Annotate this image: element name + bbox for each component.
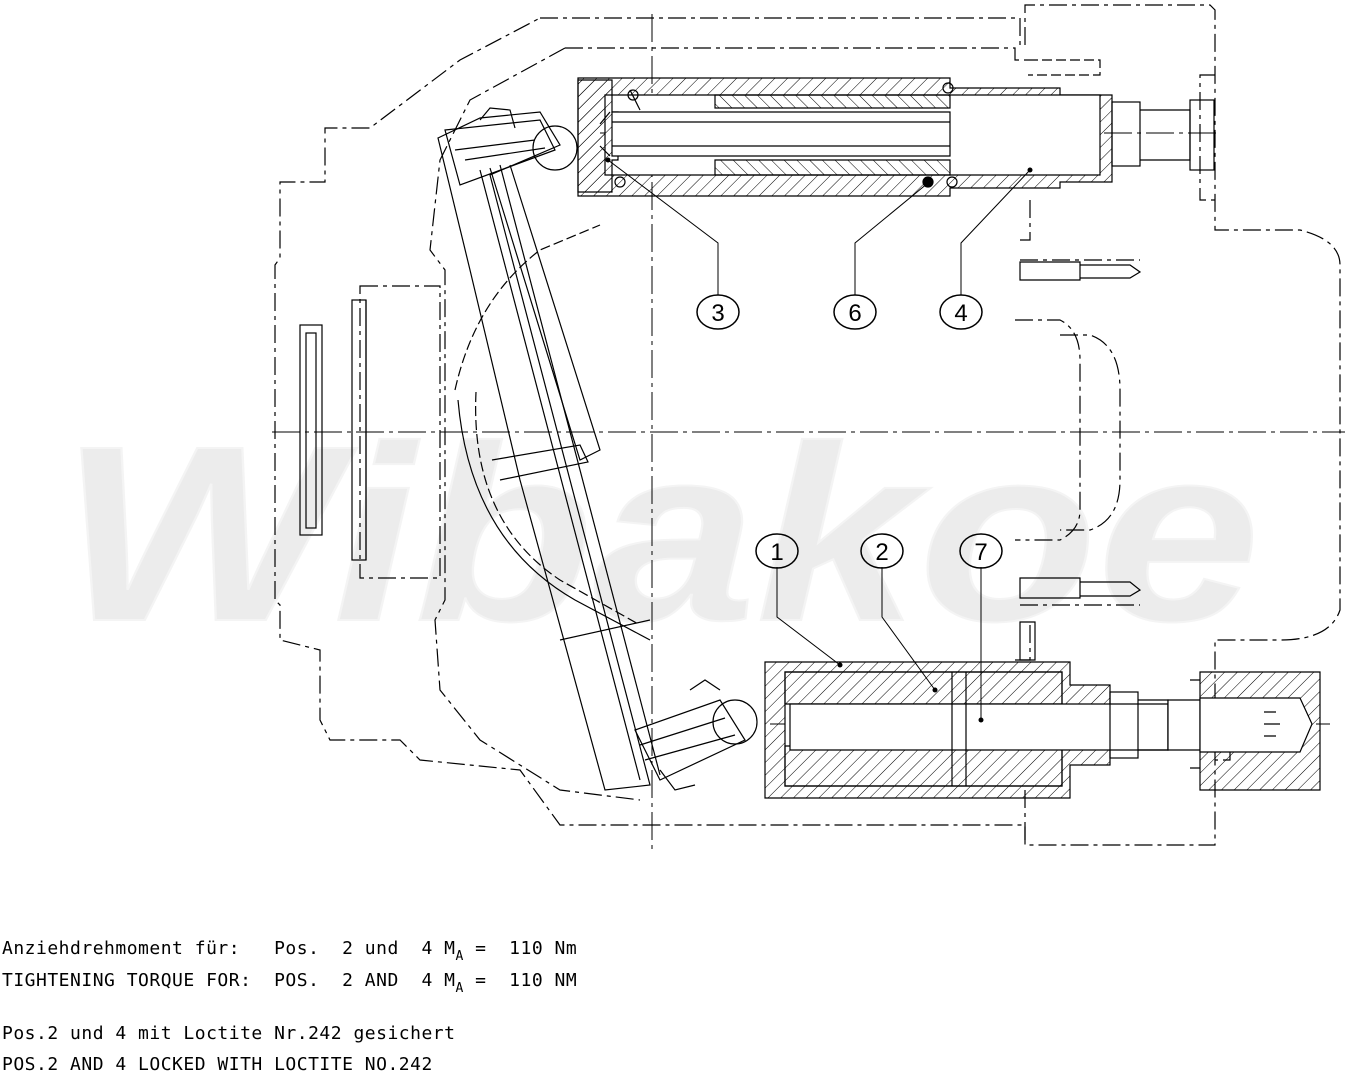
torque-note-de-subscript: A [455,949,464,964]
position-label-2: 2 [875,539,888,566]
right-bolts [1019,261,1142,661]
leader-dots [605,157,1033,723]
torque-note-en-subscript: A [455,981,464,996]
upper-servo-assembly [577,59,1215,197]
upper-ball-joint [444,107,578,186]
torque-note-en-value: = 110 NM [463,970,578,991]
watermark-text: Wibakoe [60,394,1260,673]
lower-servo-assembly [764,661,1321,799]
position-label-1: 1 [770,539,783,566]
torque-note-en: TIGHTENING TORQUE FOR: POS. 2 AND 4 MA =… [2,970,578,996]
lower-ball-joint [634,679,758,791]
left-flange [299,299,367,561]
loctite-note-en: POS.2 AND 4 LOCKED WITH LOCTITE NO.242 [2,1054,433,1075]
swashplate [437,111,661,791]
position-label-3: 3 [711,300,724,327]
housing-outline [274,4,1341,846]
torque-note-de-value: = 110 Nm [463,938,578,959]
leader-lines [607,159,1031,720]
torque-note-en-text: TIGHTENING TORQUE FOR: POS. 2 AND 4 M [2,970,456,991]
position-label-4: 4 [954,300,967,327]
position-bubbles [696,294,1003,569]
position-label-7: 7 [974,539,987,566]
torque-note-de: Anziehdrehmoment für: Pos. 2 und 4 MA = … [2,938,578,964]
position-label-6: 6 [848,300,861,327]
loctite-note-de: Pos.2 und 4 mit Loctite Nr.242 gesichert [2,1023,456,1044]
torque-note-de-text: Anziehdrehmoment für: Pos. 2 und 4 M [2,938,456,959]
